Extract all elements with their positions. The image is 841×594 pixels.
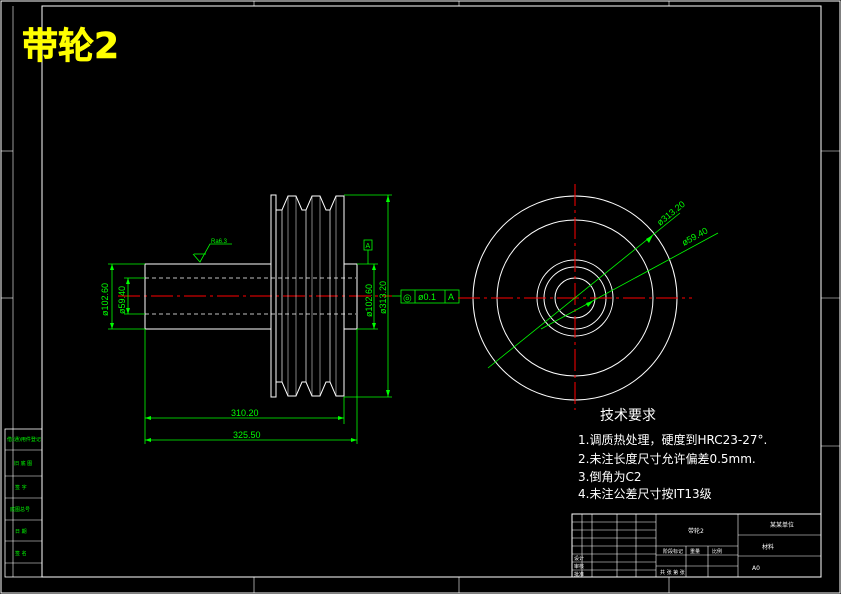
technical-requirements: 技术要求 1.调质热处理，硬度到HRC23-27°. 2.未注长度尺寸允许偏差0… xyxy=(578,408,767,501)
title-block-stage: 阶段标记 xyxy=(663,548,683,555)
dim-length-total: 325.50 xyxy=(233,430,261,440)
datum-label: A xyxy=(366,243,371,250)
dim-shaft-dia-right: ø102.60 xyxy=(364,284,374,317)
dim-shaft-dia-left: ø102.60 xyxy=(100,283,110,316)
title-block: 带轮2 某某单位 材料 阶段标记 重量 比例 共 张 第 张 设计 审核 批准 … xyxy=(571,513,822,578)
side-table-cell: 旧 底 图 xyxy=(14,460,32,467)
title-block-drawing-name: 带轮2 xyxy=(688,527,704,535)
pulley-grooves-bottom xyxy=(275,329,345,397)
tolerance-value: ø0.1 xyxy=(418,292,436,302)
title-block-scale: 比例 xyxy=(712,548,722,555)
drawing-title: 带轮2 xyxy=(22,26,119,67)
tolerance-symbol: ◎ xyxy=(403,293,412,304)
side-table-cell: 日 期 xyxy=(15,529,27,535)
tolerance-frame: ◎ ø0.1 A xyxy=(392,289,460,304)
pulley-grooves-top xyxy=(275,195,345,264)
inner-frame xyxy=(41,5,822,578)
front-dim-outer-dia: ø313.20 xyxy=(655,199,687,228)
pulley-flange xyxy=(270,194,277,398)
tech-req-item: 4.未注公差尺寸按IT13级 xyxy=(578,486,712,501)
title-block-reviewer: 审核 xyxy=(574,563,584,570)
dim-outer-dia: ø313.20 xyxy=(378,281,388,314)
tech-req-item: 1.调质热处理，硬度到HRC23-27°. xyxy=(578,432,767,447)
side-table-cell: 底图总号 xyxy=(10,506,30,513)
title-block-code: A0 xyxy=(752,565,760,572)
front-view: ø313.20 ø59.40 xyxy=(458,184,719,410)
side-table-cell: 签 名 xyxy=(15,550,27,557)
roughness-label: Ra6.3 xyxy=(211,239,228,245)
title-block-designer: 设计 xyxy=(574,555,584,562)
tech-req-item: 2.未注长度尺寸允许偏差0.5mm. xyxy=(578,451,756,466)
side-view: ø59.40 ø102.60 ø102.60 ø313.20 310.20 32… xyxy=(100,194,460,444)
tolerance-datum: A xyxy=(448,292,454,302)
datum-box xyxy=(363,239,373,251)
side-table: 借(通)用件登记 旧 底 图 签 字 底图总号 日 期 签 名 xyxy=(4,428,43,578)
hub-right xyxy=(343,263,358,330)
tech-req-item: 3.倒角为C2 xyxy=(578,470,641,484)
side-table-cell: 借(通)用件登记 xyxy=(7,436,41,443)
tech-req-heading: 技术要求 xyxy=(600,408,656,424)
dim-bore-dia: ø59.40 xyxy=(117,286,127,314)
side-table-cell: 签 字 xyxy=(15,484,27,491)
title-block-approver: 批准 xyxy=(574,571,584,578)
dim-length-inner: 310.20 xyxy=(231,408,259,418)
title-block-weight: 重量 xyxy=(690,548,700,555)
front-dim-bore-dia: ø59.40 xyxy=(680,225,709,247)
title-block-material: 材料 xyxy=(762,543,774,551)
title-block-sheet: 共 张 第 张 xyxy=(660,569,685,576)
title-block-company: 某某单位 xyxy=(770,521,794,529)
